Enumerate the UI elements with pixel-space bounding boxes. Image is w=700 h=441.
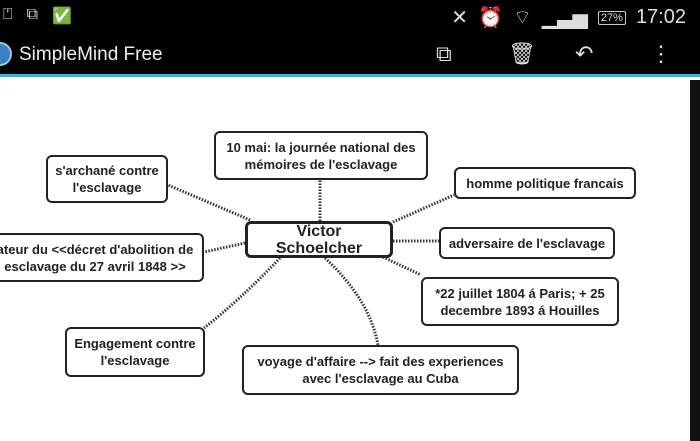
copy-icon[interactable]: ⧉ (436, 41, 452, 66)
topic-node[interactable]: adversaire de l'esclavage (439, 227, 615, 259)
app-title: SimpleMind Free (19, 44, 163, 65)
signal-icon: ▁▃▅ (541, 7, 588, 29)
topic-node[interactable]: 10 mai: la journée national des mémoires… (214, 131, 428, 180)
clock: 17:02 (635, 6, 686, 28)
topic-node[interactable]: ateur du <<décret d'abolition de esclava… (0, 233, 204, 282)
screenshot-icon: ⧉ (26, 6, 39, 23)
connector (203, 256, 282, 330)
vibrate-icon: ✕ (451, 7, 469, 29)
connector (167, 183, 251, 222)
alarm-icon: ⏰ (478, 7, 503, 29)
topic-node[interactable]: s'archané contre l'esclavage (46, 155, 168, 203)
connector (392, 193, 455, 224)
topic-node[interactable]: voyage d'affaire --> fait des experience… (242, 345, 519, 395)
status-bar: ⍞ ⧉ ✅ ✕ ⏰ ⌔ ▁▃▅ 27% 17:02 (0, 0, 700, 33)
wifi-icon: ⌔ (512, 7, 532, 29)
screen-edge (690, 80, 700, 441)
topic-node[interactable]: Engagement contre l'esclavage (65, 327, 205, 377)
central-node[interactable]: Victor Schoelcher (245, 221, 393, 258)
usb-icon: ⍞ (3, 6, 13, 23)
overflow-menu-icon[interactable]: ⋮ (650, 41, 672, 66)
app-logo-icon[interactable] (0, 42, 12, 66)
connector (323, 256, 380, 346)
battery-indicator: 27% (597, 10, 626, 25)
action-bar: SimpleMind Free ⧉ 🗑 ↶ ⋮ (0, 33, 700, 77)
undo-icon[interactable]: ↶ (575, 41, 594, 66)
clipboard-check-icon: ✅ (52, 8, 72, 25)
trash-icon[interactable]: 🗑 (508, 41, 536, 66)
topic-node[interactable]: homme politique francais (454, 167, 636, 199)
topic-node[interactable]: *22 juillet 1804 á Paris; + 25 decembre … (421, 277, 619, 326)
connector (203, 241, 246, 254)
connectors (167, 180, 455, 346)
connector (382, 255, 422, 277)
mindmap-canvas[interactable]: Victor Schoelcher 10 mai: la journée nat… (0, 80, 690, 441)
